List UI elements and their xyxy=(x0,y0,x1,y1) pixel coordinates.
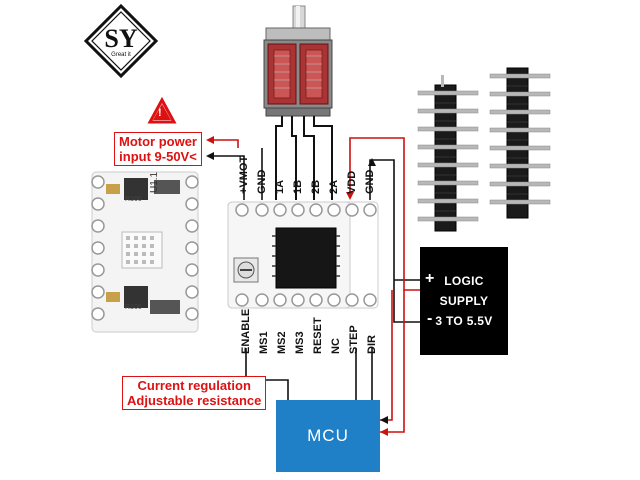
pin-label-reset: RESET xyxy=(312,317,324,354)
pin-label-ms2: MS2 xyxy=(276,331,288,354)
pin-label-enable: ENABLE xyxy=(240,308,252,354)
brand-logo-text: SY Great it xyxy=(86,6,156,76)
logic-supply-line-1: LOGIC xyxy=(444,274,484,288)
board-silk-label: U1.1 xyxy=(149,171,160,193)
driver-board-front xyxy=(227,201,379,309)
pin-label-vdd: VDD xyxy=(346,170,358,194)
pin-label-step: STEP xyxy=(348,325,360,354)
pin-label-ms3: MS3 xyxy=(294,331,306,354)
driver-board-back xyxy=(91,171,199,333)
logo-letters: SY xyxy=(104,24,138,53)
logic-supply-line-3: 3 TO 5.5V xyxy=(435,314,493,328)
arrowheads xyxy=(206,136,388,436)
pin-label-2a: 2A xyxy=(328,179,340,194)
pin-label-2b: 2B xyxy=(310,179,322,194)
logic-supply-box: + - LOGIC SUPPLY 3 TO 5.5V xyxy=(420,247,508,355)
motor-power-line-1: Motor power xyxy=(119,134,197,149)
mcu-box: MCU xyxy=(276,400,380,472)
pin-label-gnd-logic: GND xyxy=(364,169,376,194)
wires-black xyxy=(210,148,420,400)
logic-supply-line-2: SUPPLY xyxy=(439,294,489,308)
pin-label-gnd-motor: GND xyxy=(256,169,268,194)
current-regulation-line-1: Current regulation xyxy=(137,378,251,393)
header-pins xyxy=(417,67,551,232)
warning-icon xyxy=(147,96,177,124)
logo-tagline: Great it xyxy=(111,52,131,58)
current-regulation-callout: Current regulation Adjustable resistance xyxy=(122,376,267,410)
motor-power-line-2: input 9-50V< xyxy=(119,149,197,164)
pin-label-ms1: MS1 xyxy=(258,331,270,354)
pin-label-nc: NC xyxy=(330,338,342,354)
mcu-label: MCU xyxy=(307,426,349,445)
supply-plus-sign: + xyxy=(425,270,435,287)
current-regulation-line-2: Adjustable resistance xyxy=(127,393,262,408)
resistor-top-label: R100 xyxy=(125,196,142,203)
motor-power-callout: Motor power input 9-50V< xyxy=(114,132,202,166)
motor-wires xyxy=(275,116,333,200)
warning-symbol: ! xyxy=(158,107,162,119)
supply-minus-sign: - xyxy=(427,310,433,327)
resistor-bottom-label: R100 xyxy=(125,304,142,311)
pin-label-1a: 1A xyxy=(274,179,286,194)
brand-logo xyxy=(83,3,159,79)
pin-label-vmot: +VMOT xyxy=(238,155,250,194)
pin-label-1b: 1B xyxy=(292,179,304,194)
stepper-motor xyxy=(263,5,333,117)
pin-label-dir: DIR xyxy=(366,335,378,354)
